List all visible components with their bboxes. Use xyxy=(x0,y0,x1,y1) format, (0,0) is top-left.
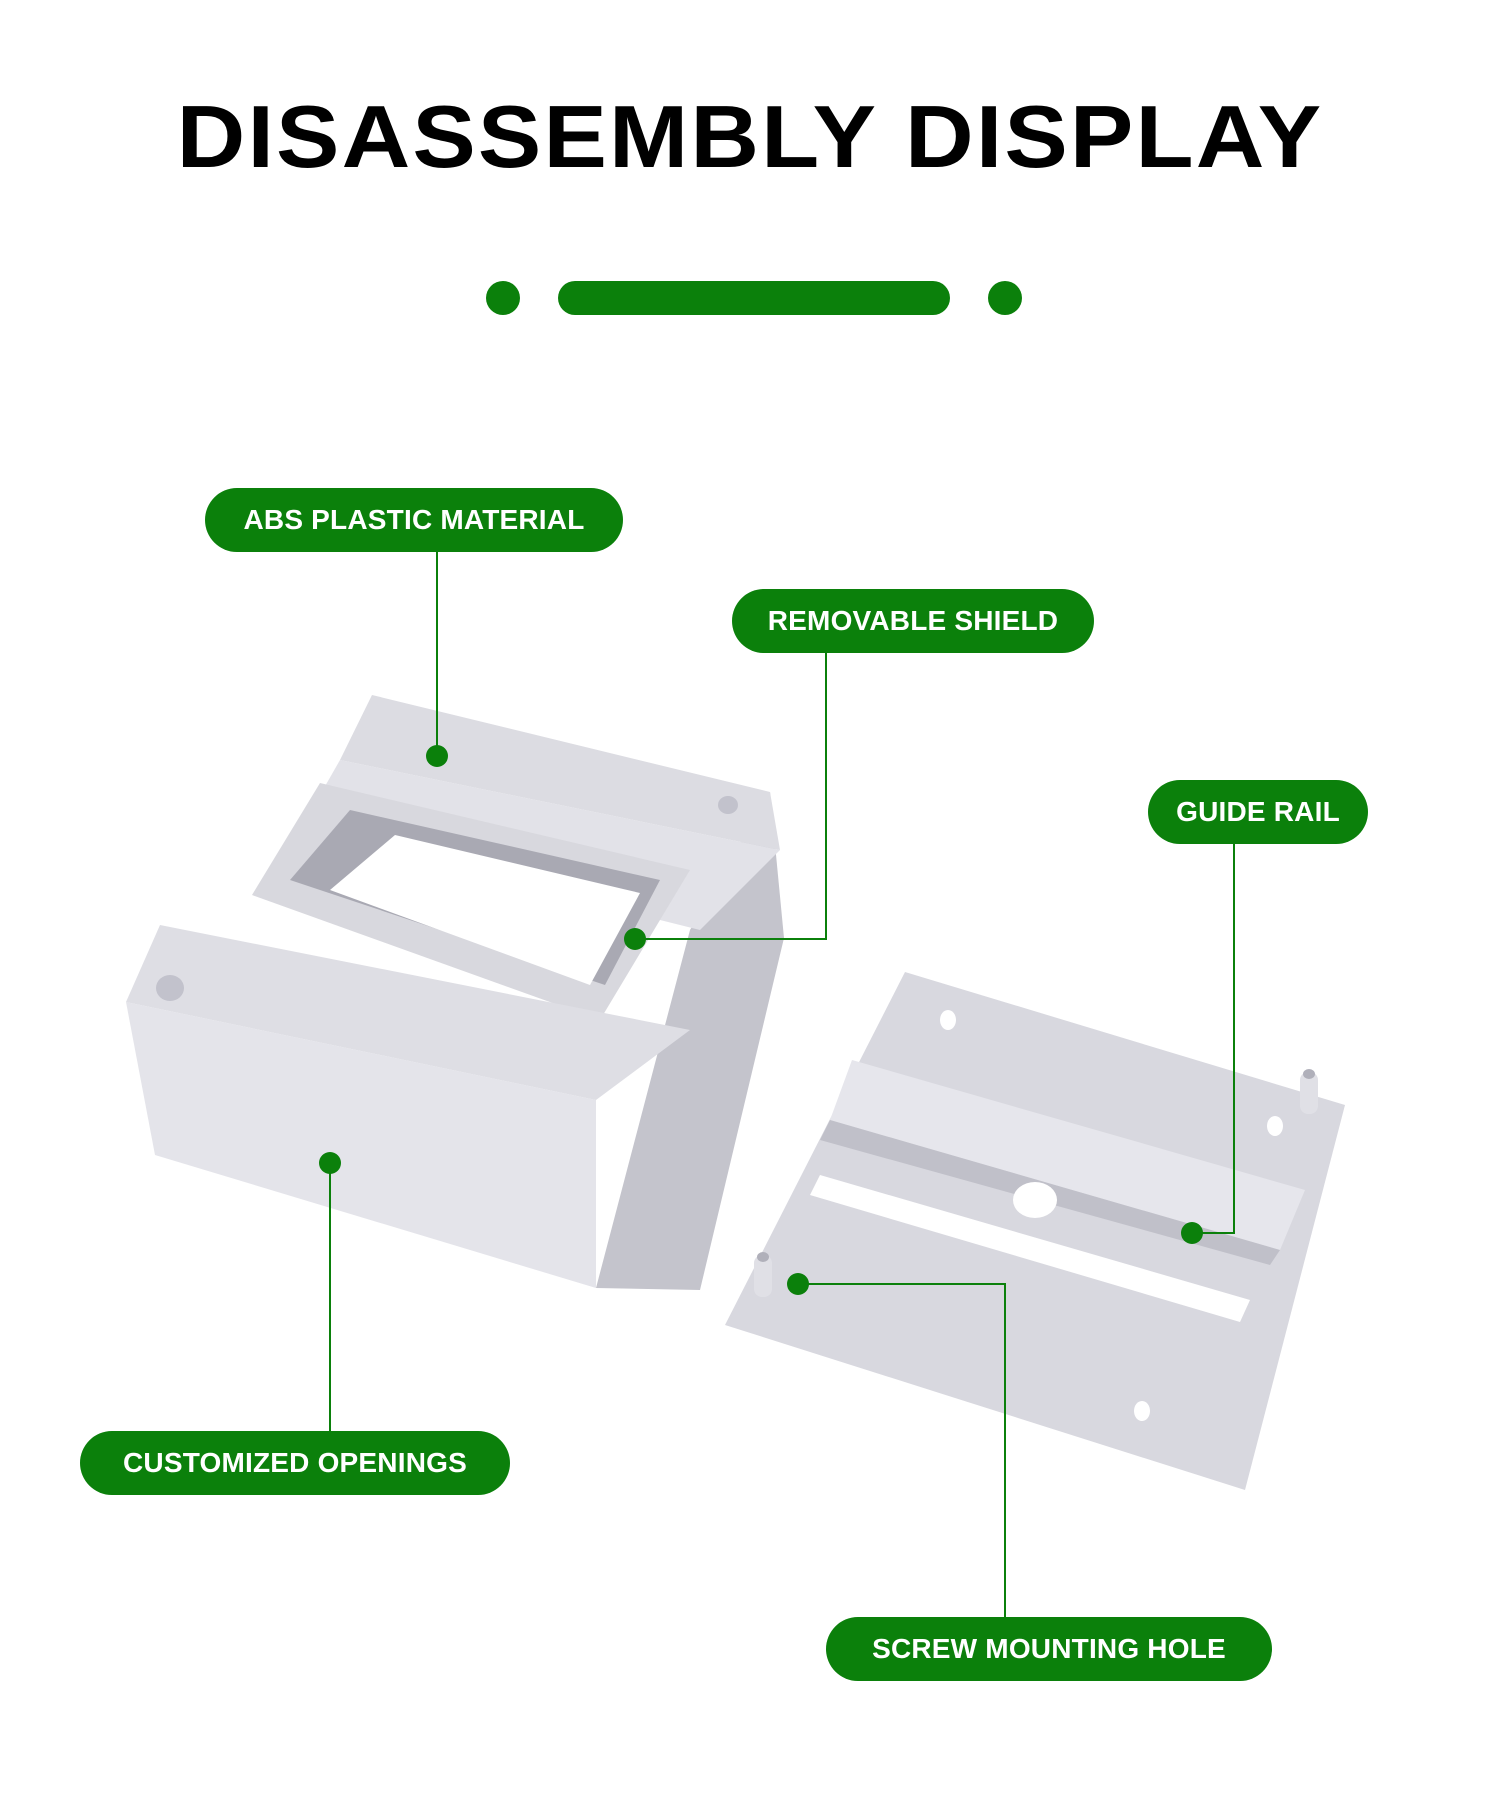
callout-removable-shield: REMOVABLE SHIELD xyxy=(732,589,1094,653)
callout-screw-pin xyxy=(787,1273,809,1295)
divider-dot-left xyxy=(486,281,520,315)
callout-screw-leader-vertical xyxy=(1004,1283,1006,1619)
page-title: DISASSEMBLY DISPLAY xyxy=(176,87,1324,186)
callout-abs-leader-line xyxy=(436,552,438,756)
callout-guide-leader-horizontal xyxy=(1192,1232,1235,1234)
callout-screw-leader-horizontal xyxy=(798,1283,1006,1285)
callout-abs-pin xyxy=(426,745,448,767)
enclosure-image xyxy=(126,695,784,1290)
callout-shield-leader-vertical xyxy=(825,653,827,940)
callout-abs-plastic-material: ABS PLASTIC MATERIAL xyxy=(205,488,623,552)
callout-shield-pin xyxy=(624,928,646,950)
divider-dot-right xyxy=(988,281,1022,315)
callout-openings-pin xyxy=(319,1152,341,1174)
base-plate-image xyxy=(725,972,1345,1490)
callout-customized-openings: CUSTOMIZED OPENINGS xyxy=(80,1431,510,1495)
callout-guide-leader-vertical xyxy=(1233,844,1235,1234)
callout-guide-pin xyxy=(1181,1222,1203,1244)
callout-screw-mounting-hole: SCREW MOUNTING HOLE xyxy=(826,1617,1272,1681)
divider-bar xyxy=(558,281,950,315)
callout-guide-rail: GUIDE RAIL xyxy=(1148,780,1368,844)
callout-shield-leader-horizontal xyxy=(635,938,827,940)
callout-openings-leader-line xyxy=(329,1163,331,1433)
